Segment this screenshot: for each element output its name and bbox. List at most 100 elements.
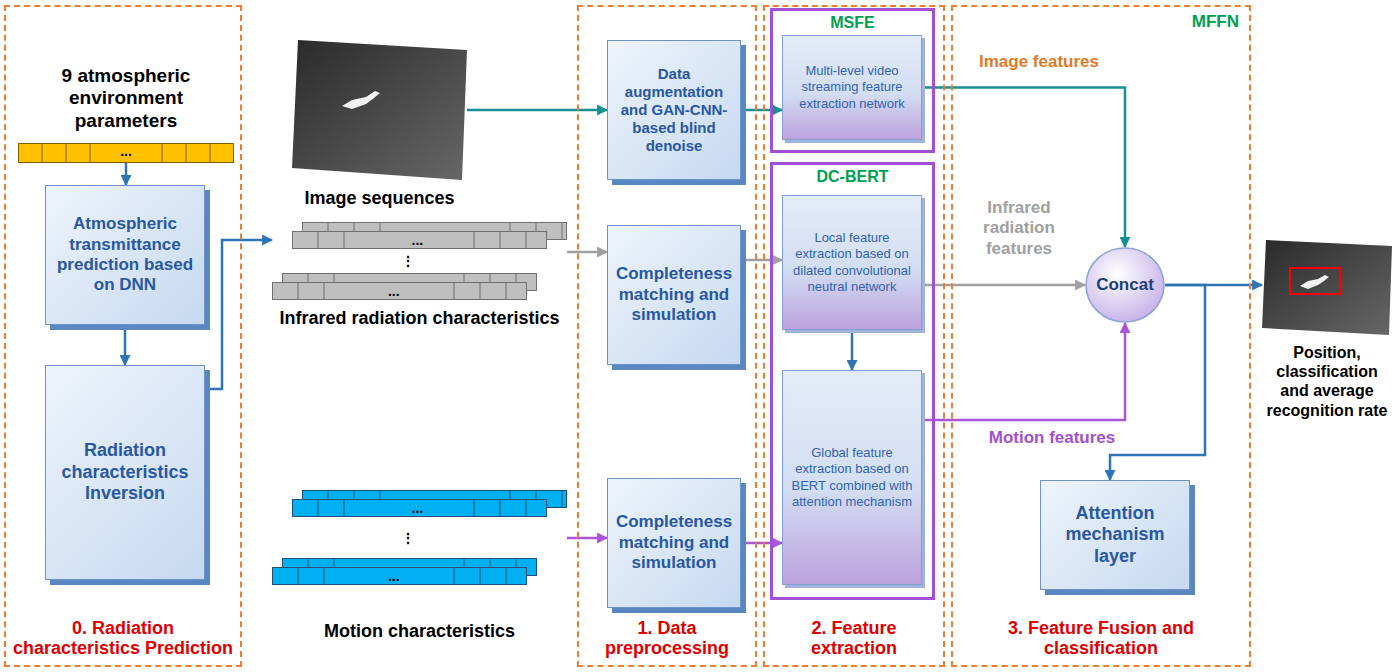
cell-divider <box>526 231 527 249</box>
stage-title: 3. Feature Fusion and classification <box>953 618 1249 659</box>
ellipsis: ... <box>388 283 400 299</box>
process-box: Radiation characteristics Inversion <box>45 365 205 580</box>
figure-caption: Motion characteristics <box>252 621 587 643</box>
cell-divider <box>474 499 475 517</box>
flow-arrow <box>125 163 128 185</box>
module-title: MFFN <box>1192 12 1239 32</box>
ellipsis: ... <box>412 232 424 248</box>
flow-arrow <box>1165 284 1262 287</box>
cell-divider <box>562 490 563 508</box>
cell-divider <box>474 231 475 249</box>
sequence-bar <box>273 283 527 300</box>
cell-divider <box>298 282 299 300</box>
box-label: Concat <box>1096 275 1154 295</box>
flow-arrow <box>467 109 607 112</box>
module-title: MSFE <box>773 14 932 32</box>
vector-caption: 9 atmospheric environment parameters <box>26 65 226 133</box>
sequence-bar <box>293 500 547 517</box>
cell-divider <box>318 499 319 517</box>
infrared-frame <box>1262 240 1392 335</box>
node-shape <box>1262 240 1392 335</box>
process-box: Attention mechanism layer <box>1040 480 1190 590</box>
cell-divider <box>344 231 345 249</box>
flow-arrow <box>205 240 272 389</box>
box-label: Completeness matching and simulation <box>614 512 734 573</box>
cell-divider <box>500 231 501 249</box>
stage-title: 1. Data preprocessing <box>579 618 755 659</box>
flow-arrow <box>741 259 782 262</box>
concat-circle: Concat <box>1085 247 1165 323</box>
detection-box <box>1290 268 1340 294</box>
ellipsis: ... <box>388 568 400 584</box>
ellipsis: ... <box>412 500 424 516</box>
feature-box: Multi-level video streaming feature extr… <box>782 35 922 140</box>
flow-arrow <box>124 325 127 365</box>
process-box: Completeness matching and simulation <box>607 225 741 365</box>
box-label: Atmospheric transmittance prediction bas… <box>52 214 198 296</box>
module-frame: DC-BERTLocal feature extraction based on… <box>770 162 935 600</box>
stage-region: 2. Feature extraction MSFE Multi-level vid… <box>763 5 945 667</box>
cell-divider <box>500 499 501 517</box>
box-label: Attention mechanism layer <box>1047 503 1183 568</box>
box-label: Radiation characteristics Inversion <box>52 440 198 505</box>
feature-box: Local feature extraction based on dilate… <box>782 195 922 330</box>
aircraft <box>1300 275 1329 289</box>
aircraft <box>342 91 380 109</box>
figure-caption: Infrared radiation characteristics <box>252 308 587 330</box>
ellipsis: ⋮ <box>401 530 415 546</box>
cell-divider <box>562 222 563 240</box>
process-box: Atmospheric transmittance prediction bas… <box>45 185 205 325</box>
cell-divider <box>324 282 325 300</box>
box-label: Global feature extraction based on BERT … <box>788 445 916 510</box>
box-label: Multi-level video streaming feature extr… <box>788 63 916 112</box>
feature-box: Global feature extraction based on BERT … <box>782 370 922 585</box>
box-label: Local feature extraction based on dilate… <box>788 230 916 295</box>
module-frame: MSFE Multi-level video streaming feature … <box>770 8 935 153</box>
vector-bar <box>19 144 234 163</box>
connector-label: Infrared radiation features <box>962 198 1076 259</box>
image-thumbnail: Image sequences <box>292 40 467 180</box>
feature-sequence-stack: ...⋮...Motion characteristics <box>272 490 567 585</box>
flow-arrow <box>567 251 607 254</box>
sequence-bar <box>273 568 527 585</box>
process-box: Completeness matching and simulation <box>607 478 741 608</box>
process-box: Data augmentation and GAN-CNN-based blin… <box>607 40 741 180</box>
box-label: Data augmentation and GAN-CNN-based blin… <box>614 65 734 155</box>
parameter-vector: 9 atmospheric environment parameters... <box>18 143 234 163</box>
cell-divider <box>506 282 507 300</box>
connector-label: Motion features <box>975 428 1129 448</box>
cell-divider <box>90 143 91 163</box>
feature-sequence-stack: ...⋮...Infrared radiation characteristic… <box>272 222 567 300</box>
cell-divider <box>506 567 507 585</box>
figure-caption: Position, classification and average rec… <box>1262 343 1392 420</box>
cell-divider <box>454 282 455 300</box>
connector-label: Image features <box>962 52 1116 72</box>
cell-divider <box>324 567 325 585</box>
cell-divider <box>42 143 43 163</box>
figure-caption: Image sequences <box>272 188 487 210</box>
stage-title: 2. Feature extraction <box>765 618 943 659</box>
flow-arrow <box>741 109 782 112</box>
cell-divider <box>526 499 527 517</box>
cell-divider <box>210 143 211 163</box>
cell-divider <box>318 231 319 249</box>
cell-divider <box>186 143 187 163</box>
cell-divider <box>66 143 67 163</box>
ellipsis: ... <box>18 143 234 159</box>
circle-outline <box>1086 248 1164 322</box>
cell-divider <box>480 567 481 585</box>
flow-arrow <box>851 330 854 370</box>
ellipsis: ⋮ <box>401 253 415 269</box>
cell-divider <box>344 499 345 517</box>
cell-divider <box>162 143 163 163</box>
stage-region: 1. Data preprocessing Data augmentation a… <box>577 5 757 667</box>
stage-title: 0. Radiation characteristics Prediction <box>6 618 240 659</box>
flow-arrow <box>741 542 782 545</box>
box-label: Completeness matching and simulation <box>614 264 734 325</box>
node-shape <box>292 40 467 180</box>
flow-arrow <box>567 537 607 540</box>
cell-divider <box>454 567 455 585</box>
cell-divider <box>480 282 481 300</box>
